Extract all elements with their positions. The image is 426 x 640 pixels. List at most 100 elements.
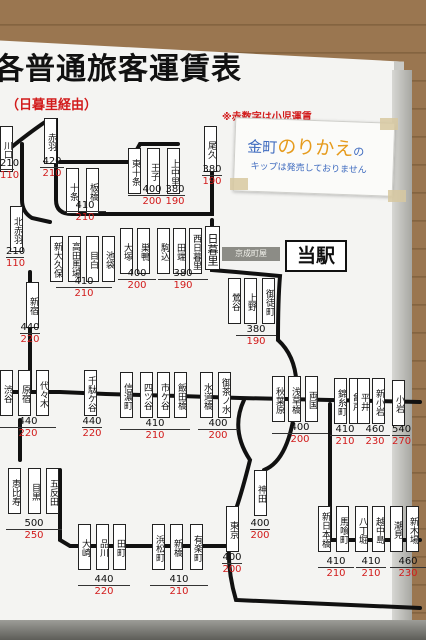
station-box: 品川	[96, 524, 109, 570]
board-subtitle: （日暮里経由）	[6, 98, 98, 113]
adult-fare: 410	[64, 200, 106, 212]
child-fare: 190	[246, 336, 266, 347]
route-line-south	[58, 468, 232, 548]
route-line-ueno	[210, 218, 283, 342]
adult-fare: 210	[0, 158, 20, 170]
station-box: 新大久保	[50, 236, 63, 282]
child-fare: 190	[173, 280, 193, 291]
route-line-yamanote-east	[226, 398, 422, 610]
station-box: 高田馬場	[68, 236, 81, 282]
child-fare: 210	[361, 568, 381, 579]
child-fare: 210	[326, 568, 346, 579]
sticker-particle: の	[353, 145, 365, 159]
child-fare: 270	[392, 436, 412, 447]
station-box: 田町	[113, 524, 126, 570]
station-box: 浜松町	[152, 524, 165, 570]
child-fare: 210	[169, 586, 189, 597]
adult-fare: 400	[222, 552, 242, 564]
child-fare: 220	[94, 586, 114, 597]
station-box: 越中島	[372, 506, 385, 552]
adult-fare: 400	[250, 518, 270, 530]
station-box: 鶯谷	[228, 278, 241, 324]
station-box: 日暮里	[205, 226, 220, 270]
station-box: 市ケ谷	[157, 372, 170, 418]
sticker-station: 金町	[247, 137, 278, 157]
station-box: 信濃町	[120, 372, 133, 418]
station-box: 原宿	[18, 370, 31, 416]
transfer-notice-sticker: 金町のりかえの キップは発売しておりません	[232, 117, 396, 197]
adult-fare: 540	[392, 424, 412, 436]
adult-fare: 410	[150, 574, 208, 586]
station-box: 水道橋	[200, 372, 213, 418]
station-box: 代々木	[36, 370, 49, 416]
station-box: 巣鴨	[137, 228, 150, 274]
child-fare: 110	[6, 258, 26, 269]
current-station-label: 当駅	[285, 240, 347, 272]
adult-fare: 400	[118, 268, 156, 280]
station-box: 千駄ケ谷	[84, 370, 97, 416]
adult-fare: 400	[272, 422, 328, 434]
adult-fare: 410	[120, 418, 190, 430]
station-box: 板橋	[86, 168, 99, 214]
station-box: 北赤羽	[10, 206, 23, 252]
board-title: 各普通旅客運賃表	[0, 52, 242, 87]
child-fare: 200	[142, 196, 162, 207]
station-box: 渋谷	[0, 370, 13, 416]
station-box: 飯田橋	[174, 372, 187, 418]
child-fare: 200	[290, 434, 310, 445]
station-box: 新木場	[406, 506, 419, 552]
station-box: 馬喰町	[336, 506, 349, 552]
station-box: 新橋	[170, 524, 183, 570]
station-box: 平井	[357, 378, 370, 424]
adult-fare: 460	[360, 424, 390, 436]
child-fare: 110	[0, 170, 20, 181]
adult-fare: 440	[20, 322, 40, 334]
station-box: 十条	[66, 168, 79, 214]
station-box: 新宿	[26, 282, 39, 328]
child-fare: 200	[208, 430, 228, 441]
station-box: 尾久	[204, 126, 217, 172]
station-box: 小岩	[392, 380, 405, 426]
child-fare: 190	[165, 196, 185, 207]
child-fare: 210	[75, 212, 95, 223]
station-box: 田端	[173, 228, 186, 274]
station-box: 上中里	[167, 148, 180, 194]
child-fare: 190	[202, 176, 222, 187]
child-fare: 230	[398, 568, 418, 579]
adult-fare: 210	[6, 246, 26, 258]
child-fare: 210	[74, 288, 94, 299]
adult-fare: 440	[78, 574, 130, 586]
adult-fare: 460	[390, 556, 426, 568]
sticker-body: キップは発売しておりません	[250, 161, 367, 176]
adult-fare: 410	[356, 556, 386, 568]
station-box: 目白	[86, 236, 99, 282]
child-fare: 210	[42, 168, 62, 179]
adult-fare: 440	[82, 416, 102, 428]
station-box: 両国	[305, 376, 318, 422]
station-box: 東十条	[128, 148, 141, 194]
station-box: 八丁堀	[355, 506, 368, 552]
station-name-plate: 京成町屋	[222, 247, 280, 261]
adult-fare: 380	[202, 164, 222, 176]
station-box: 錦糸町	[334, 378, 347, 424]
station-box: 上野	[244, 278, 257, 324]
station-box: 目黒	[28, 468, 41, 514]
